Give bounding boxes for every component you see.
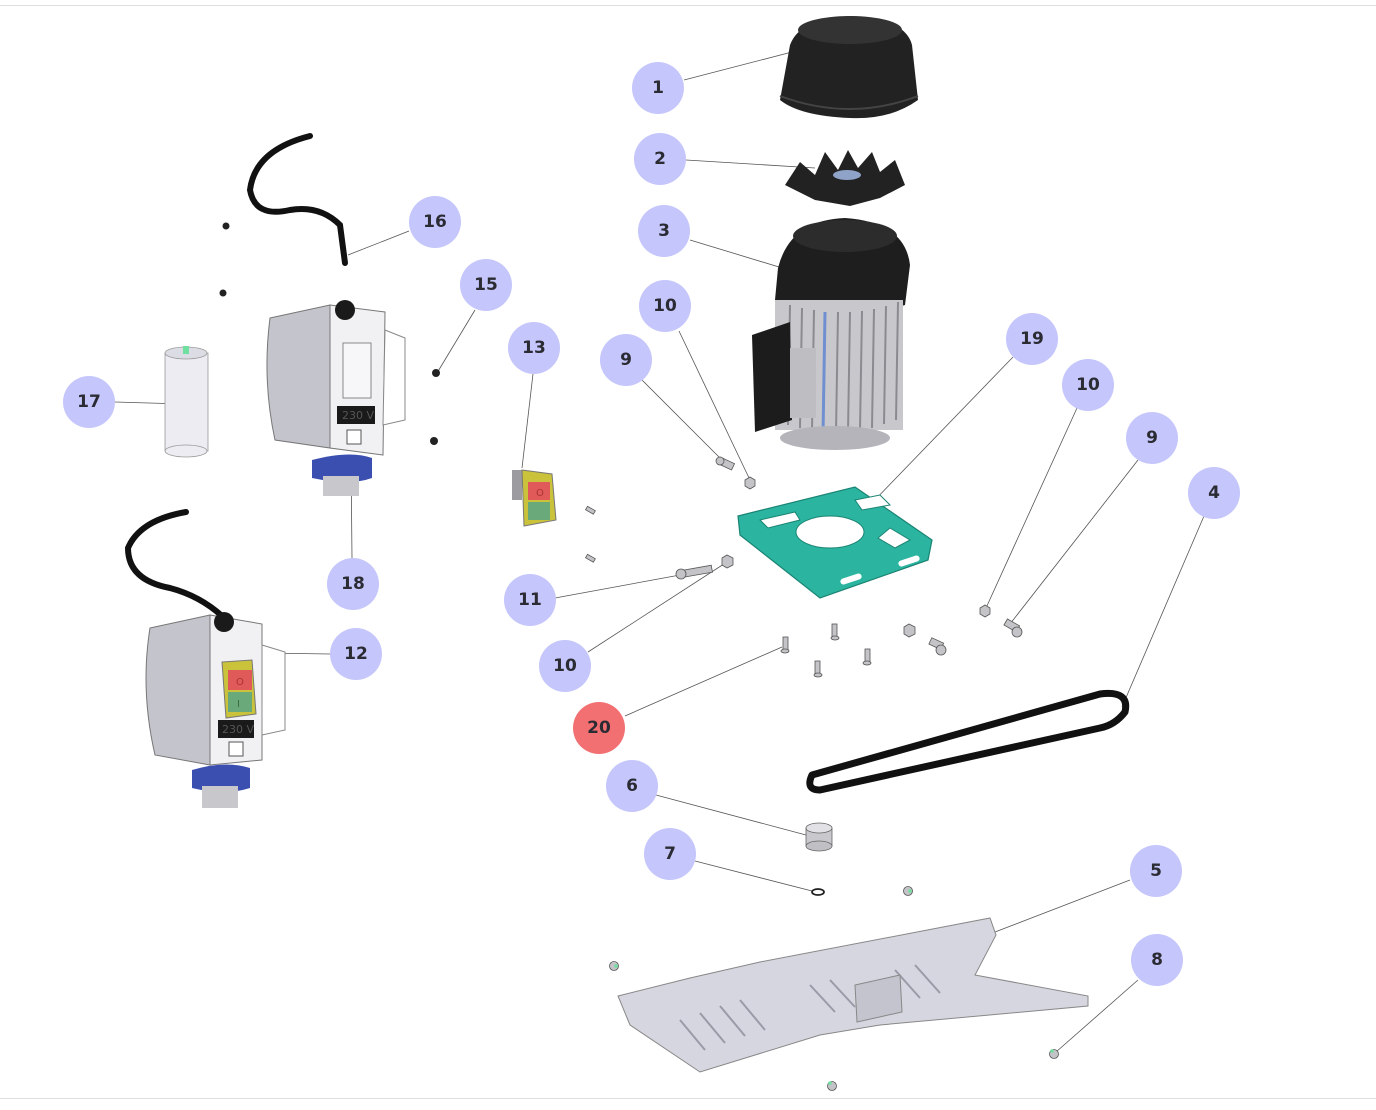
leader-line-10b (985, 407, 1078, 609)
leader-line-15 (436, 309, 476, 374)
leader-lines (114, 51, 1205, 1053)
callout-1[interactable]: 1 (632, 62, 684, 114)
callout-10-upper[interactable]: 10 (639, 280, 691, 332)
callout-2[interactable]: 2 (634, 133, 686, 185)
leader-line-1 (683, 51, 793, 81)
callout-10-right[interactable]: 10 (1062, 359, 1114, 411)
leader-line-19 (869, 356, 1014, 506)
callout-11[interactable]: 11 (504, 574, 556, 626)
switch-off-glyph-13: O (536, 488, 544, 499)
callout-19[interactable]: 19 (1006, 313, 1058, 365)
switch-box-assembly-part: O I 230 V (145, 612, 286, 808)
power-cable-lower-part (124, 509, 225, 619)
base-plate-part (617, 917, 1089, 1073)
callout-12[interactable]: 12 (330, 628, 382, 680)
top-divider (0, 5, 1376, 6)
motor-pulley-part (805, 822, 833, 852)
cap-15a (432, 369, 440, 377)
cap-15b (430, 437, 438, 445)
bolt-9b (1003, 618, 1023, 638)
leader-line-13 (521, 373, 534, 469)
bolt-bracket (928, 637, 947, 656)
leader-line-6 (655, 794, 807, 836)
leader-line-10c (587, 561, 728, 653)
power-cable-upper-part (246, 133, 348, 266)
leader-line-9b (1009, 459, 1139, 625)
callout-16[interactable]: 16 (409, 196, 461, 248)
bottom-divider (0, 1098, 1376, 1099)
callout-8[interactable]: 8 (1131, 934, 1183, 986)
leader-line-16 (347, 230, 410, 256)
callout-4[interactable]: 4 (1188, 467, 1240, 519)
drive-belt-part (806, 689, 1130, 794)
on-off-switch-part: O (512, 469, 557, 527)
screws-13 (584, 505, 596, 563)
nut-10c (721, 554, 734, 569)
callout-9-right[interactable]: 9 (1126, 412, 1178, 464)
retaining-ring-part (811, 888, 825, 896)
nut-10b (979, 604, 991, 618)
nut-10a (744, 476, 756, 490)
callout-18[interactable]: 18 (327, 558, 379, 610)
cap-upper-1 (222, 222, 230, 230)
leader-line-9a (641, 379, 723, 461)
leader-line-2 (685, 159, 816, 169)
leader-line-20 (624, 646, 783, 717)
leader-line-7 (694, 860, 813, 892)
nut-bracket (903, 623, 916, 638)
hardware-parts (584, 456, 1023, 678)
cap-upper-2 (219, 289, 227, 297)
callout-9-upper[interactable]: 9 (600, 334, 652, 386)
callout-6[interactable]: 6 (606, 760, 658, 812)
callout-10-lower[interactable]: 10 (539, 640, 591, 692)
leader-line-4 (1121, 515, 1205, 708)
voltage-label-lower: 230 V (222, 723, 254, 736)
callout-17[interactable]: 17 (63, 376, 115, 428)
bolt-9a (715, 456, 736, 471)
fan-part (785, 150, 905, 206)
callout-5[interactable]: 5 (1130, 845, 1182, 897)
switch-housing-upper-part: 230 V (266, 300, 406, 496)
leader-line-11 (554, 574, 681, 599)
leader-line-5 (994, 879, 1131, 933)
fan-cover-part (779, 16, 919, 119)
leader-line-8 (1055, 979, 1139, 1053)
callout-7[interactable]: 7 (644, 828, 696, 880)
voltage-label-upper: 230 V (342, 409, 374, 422)
motor-bracket-part (737, 486, 933, 599)
callout-15[interactable]: 15 (460, 259, 512, 311)
callout-20-active[interactable]: 20 (573, 702, 625, 754)
leader-line-10a (678, 330, 751, 481)
callout-13[interactable]: 13 (508, 322, 560, 374)
screws-20 (780, 623, 872, 678)
callout-3[interactable]: 3 (638, 205, 690, 257)
switch-off-glyph-12: O (236, 677, 244, 688)
switch-on-glyph-12: I (237, 699, 240, 710)
capacitor-part (164, 346, 209, 458)
bolt-11 (675, 564, 713, 580)
electric-motor-part (752, 218, 910, 450)
flange-screw-tips (614, 889, 1054, 1085)
